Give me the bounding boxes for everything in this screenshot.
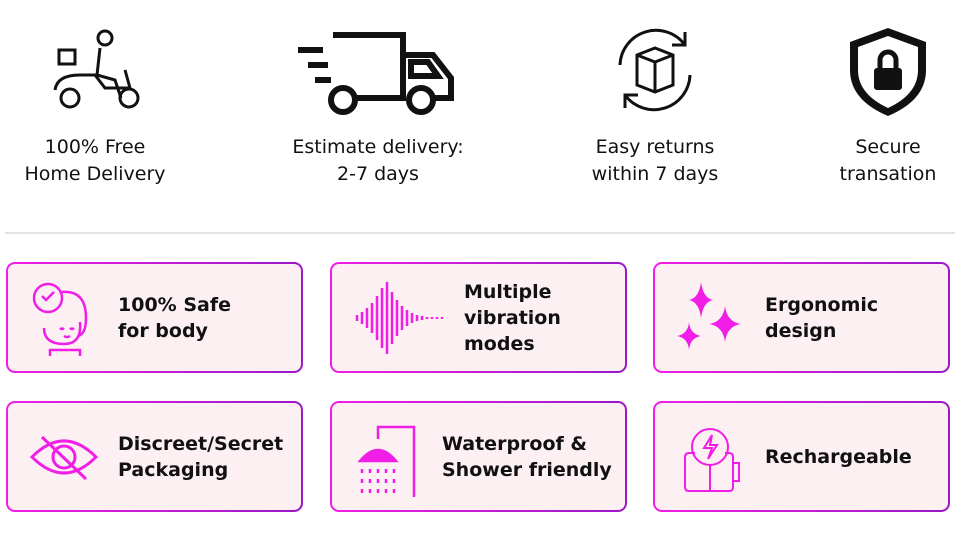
card-vibration-modes: Multiple vibration modes xyxy=(330,262,627,373)
card-label: Ergonomic design xyxy=(765,293,879,342)
card-safe-for-body: 100% Safe for body xyxy=(6,262,303,373)
feature-secure-transaction: Secure transation xyxy=(788,20,960,188)
card-label: Rechargeable xyxy=(765,445,912,468)
safe-face-icon xyxy=(32,282,88,356)
feature-easy-returns: Easy returns within 7 days xyxy=(555,20,755,188)
scooter-delivery-icon xyxy=(53,29,140,109)
divider xyxy=(5,232,955,234)
eye-slash-icon xyxy=(29,435,99,480)
shield-lock-icon xyxy=(850,28,926,116)
shower-icon xyxy=(357,425,416,497)
card-ergonomic-design: Ergonomic design xyxy=(653,262,950,373)
sound-wave-icon xyxy=(355,281,444,354)
feature-free-delivery: 100% Free Home Delivery xyxy=(0,20,195,188)
sparkles-icon xyxy=(677,281,741,350)
feature-label: Secure transation xyxy=(839,136,937,185)
feature-label: 100% Free Home Delivery xyxy=(24,136,166,185)
box-return-icon xyxy=(618,28,692,112)
feature-label: Estimate delivery: 2-7 days xyxy=(292,136,464,185)
delivery-truck-icon xyxy=(298,32,454,115)
card-discreet-packaging: Discreet/Secret Packaging xyxy=(6,401,303,512)
card-waterproof: Waterproof & Shower friendly xyxy=(330,401,627,512)
feature-estimate-delivery: Estimate delivery: 2-7 days xyxy=(278,20,478,188)
card-label: 100% Safe for body xyxy=(118,293,231,342)
feature-label: Easy returns within 7 days xyxy=(591,136,719,185)
card-label: Discreet/Secret Packaging xyxy=(118,432,284,481)
card-label: Waterproof & Shower friendly xyxy=(442,432,612,481)
card-label: Multiple vibration modes xyxy=(464,280,561,355)
card-rechargeable: Rechargeable xyxy=(653,401,950,512)
battery-charge-icon xyxy=(684,427,740,492)
